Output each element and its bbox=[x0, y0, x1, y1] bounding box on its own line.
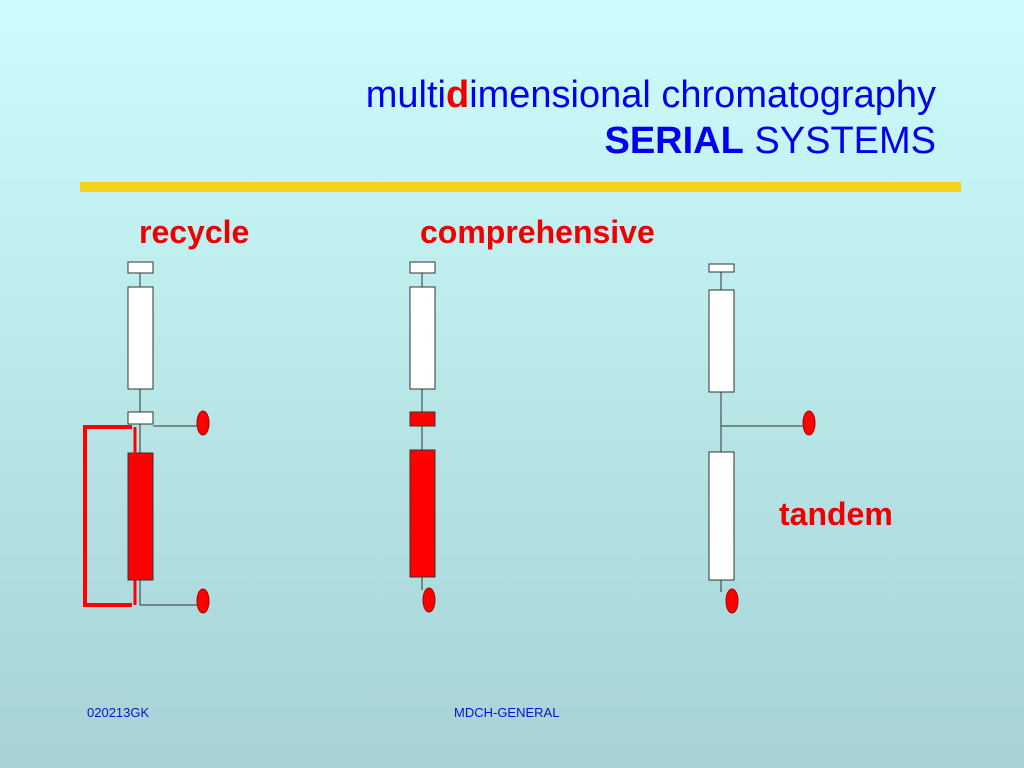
comprehensive-modulator bbox=[409, 411, 436, 427]
title-line1-highlight: d bbox=[445, 74, 470, 116]
tandem-detector-1 bbox=[802, 410, 816, 436]
label-comprehensive: comprehensive bbox=[420, 214, 655, 250]
recycle-column-2 bbox=[127, 452, 154, 581]
footer-title: MDCH-GENERAL bbox=[454, 705, 560, 720]
tandem-column-1 bbox=[708, 289, 735, 393]
footer-code: 020213GK bbox=[87, 705, 150, 720]
title-line2-bold: SERIAL bbox=[604, 120, 744, 162]
title-line-1: multidimensional chromatography bbox=[366, 72, 936, 118]
title-line2-rest: SYSTEMS bbox=[743, 120, 936, 162]
comprehensive-column-1 bbox=[409, 286, 436, 390]
recycle-detector-1 bbox=[196, 410, 210, 436]
comprehensive-column-2 bbox=[409, 449, 436, 578]
title-divider bbox=[80, 182, 961, 192]
label-tandem: tandem bbox=[779, 496, 893, 532]
title-line-2: SERIAL SYSTEMS bbox=[366, 118, 936, 164]
tandem-column-2 bbox=[708, 451, 735, 581]
title-line1-post: imensional chromatography bbox=[469, 74, 936, 116]
tandem-system bbox=[708, 263, 816, 614]
recycle-system bbox=[83, 261, 210, 614]
recycle-injector bbox=[127, 261, 154, 274]
tandem-injector bbox=[708, 263, 735, 273]
comprehensive-injector bbox=[409, 261, 436, 274]
recycle-loop bbox=[83, 425, 132, 607]
label-recycle: recycle bbox=[139, 214, 250, 250]
recycle-detector-2 bbox=[196, 588, 210, 614]
tandem-detector-2 bbox=[725, 588, 739, 614]
recycle-column-1 bbox=[127, 286, 154, 390]
comprehensive-system bbox=[409, 261, 436, 613]
title-line1-pre: multi bbox=[365, 74, 446, 116]
comprehensive-detector bbox=[422, 587, 436, 613]
slide-title: multidimensional chromatography SERIAL S… bbox=[366, 72, 936, 164]
recycle-valve bbox=[127, 411, 154, 425]
